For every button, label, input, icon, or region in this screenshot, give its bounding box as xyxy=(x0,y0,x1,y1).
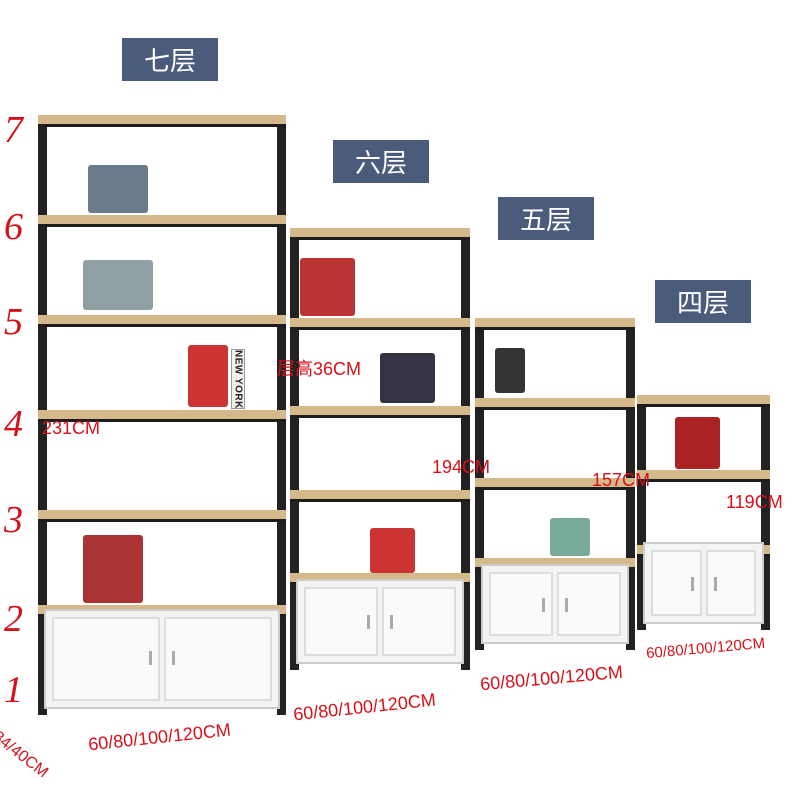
level-number-4: 4 xyxy=(4,403,23,445)
shelf-unit-5-tier xyxy=(475,318,635,650)
tier-label-4: 四层 xyxy=(655,280,751,323)
tier-label-5: 五层 xyxy=(498,197,594,240)
shelf-unit-4-tier xyxy=(637,395,770,630)
height-label-5: 157CM xyxy=(592,470,651,490)
level-number-1: 1 xyxy=(4,669,23,711)
book-spine-new-york: NEW YORK xyxy=(231,349,245,409)
width-label-6: 60/80/100/120CM xyxy=(292,689,437,725)
level-number-7: 7 xyxy=(4,109,23,151)
height-label-4: 119CM xyxy=(726,492,783,512)
width-label-4: 60/80/100/120CM xyxy=(645,634,766,663)
shelf-unit-6-tier xyxy=(290,228,470,670)
width-label-7: 60/80/100/120CM xyxy=(87,719,232,755)
tier-label-7: 七层 xyxy=(122,38,218,81)
level-number-6: 6 xyxy=(4,206,23,248)
height-label-7: 231CM xyxy=(42,418,101,438)
shelf-unit-7-tier: NEW YORK xyxy=(38,115,286,715)
width-label-5: 60/80/100/120CM xyxy=(479,661,624,695)
level-number-2: 2 xyxy=(4,598,23,640)
level-number-3: 3 xyxy=(4,499,23,541)
height-label-6: 194CM xyxy=(432,457,491,477)
level-number-5: 5 xyxy=(4,301,23,343)
tier-label-6: 六层 xyxy=(333,140,429,183)
depth-label: 34/40CM xyxy=(0,728,52,782)
layer-height-label: 层高36CM xyxy=(277,359,362,379)
